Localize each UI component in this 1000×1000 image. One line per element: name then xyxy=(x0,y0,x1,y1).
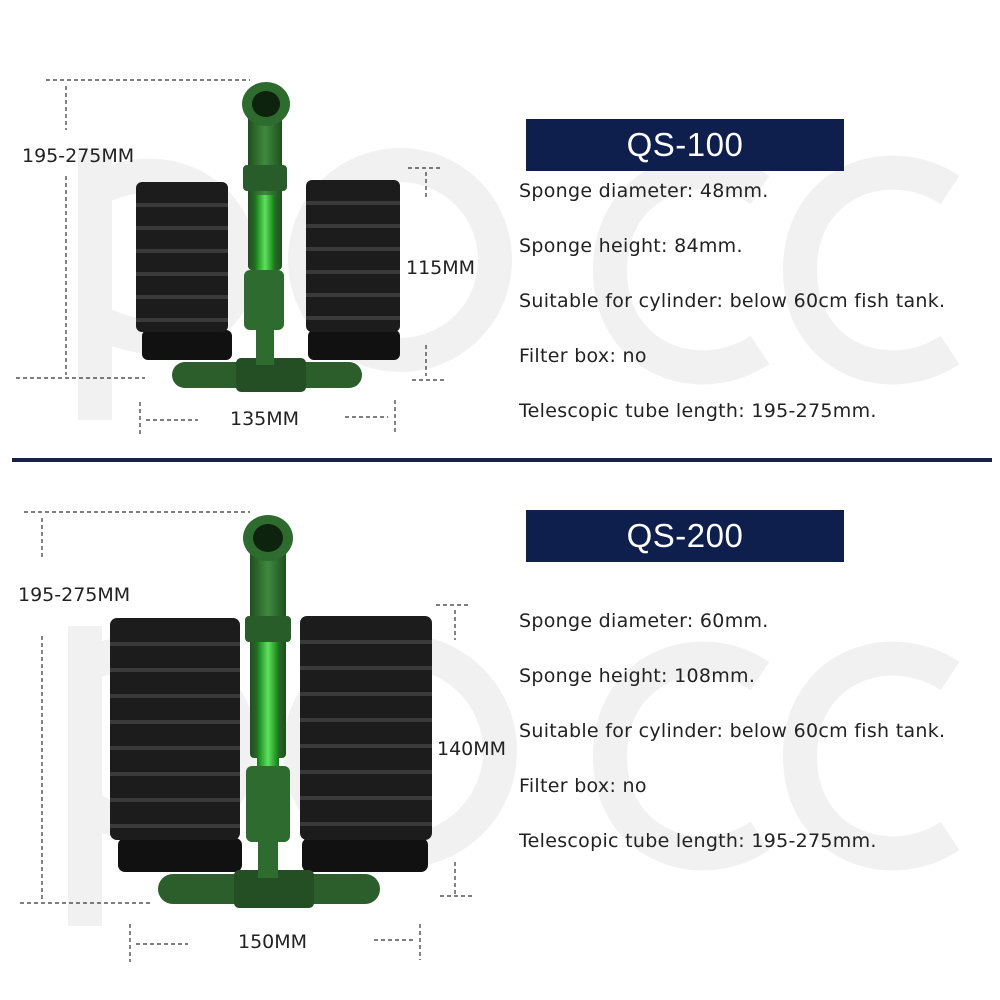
total-height-label: 195-275MM xyxy=(18,584,131,606)
qs200-filter-figure xyxy=(20,511,474,962)
model-banner: QS-100 xyxy=(526,119,844,171)
left-sponge xyxy=(136,182,232,360)
base-tee xyxy=(172,358,362,392)
qs100-filter-figure xyxy=(16,79,444,436)
spec-tube-length: Telescopic tube length: 195-275mm. xyxy=(519,830,877,852)
left-sponge xyxy=(110,618,242,872)
product-section-qs200: 195-275MM 140MM 150MM QS-200 Sponge diam… xyxy=(0,466,1000,1000)
product-section-qs100: 195-275MM 115MM 135MM QS-100 Sponge diam… xyxy=(0,0,1000,458)
spec-filter-box: Filter box: no xyxy=(519,775,647,797)
spec-suitable-cylinder: Suitable for cylinder: below 60cm fish t… xyxy=(519,290,946,312)
spec-tube-length: Telescopic tube length: 195-275mm. xyxy=(519,400,877,422)
right-sponge xyxy=(306,180,400,360)
section-divider xyxy=(12,458,992,462)
spec-sponge-height: Sponge height: 84mm. xyxy=(519,235,743,257)
right-sponge xyxy=(300,616,432,872)
spec-suitable-cylinder: Suitable for cylinder: below 60cm fish t… xyxy=(519,720,946,742)
spec-filter-box: Filter box: no xyxy=(519,345,647,367)
spec-sponge-height: Sponge height: 108mm. xyxy=(519,665,756,687)
dimension-lines xyxy=(20,511,474,962)
model-banner: QS-200 xyxy=(526,510,844,562)
sponge-height-label: 140MM xyxy=(437,738,507,760)
lift-tube xyxy=(243,515,293,878)
spec-sponge-diameter: Sponge diameter: 60mm. xyxy=(519,610,769,632)
total-height-label: 195-275MM xyxy=(22,145,135,167)
width-label: 135MM xyxy=(230,408,300,430)
width-label: 150MM xyxy=(238,931,308,953)
lift-tube xyxy=(242,82,290,365)
sponge-height-label: 115MM xyxy=(406,257,476,279)
dimension-lines xyxy=(16,79,444,436)
base-tee xyxy=(158,870,380,908)
spec-sponge-diameter: Sponge diameter: 48mm. xyxy=(519,180,769,202)
